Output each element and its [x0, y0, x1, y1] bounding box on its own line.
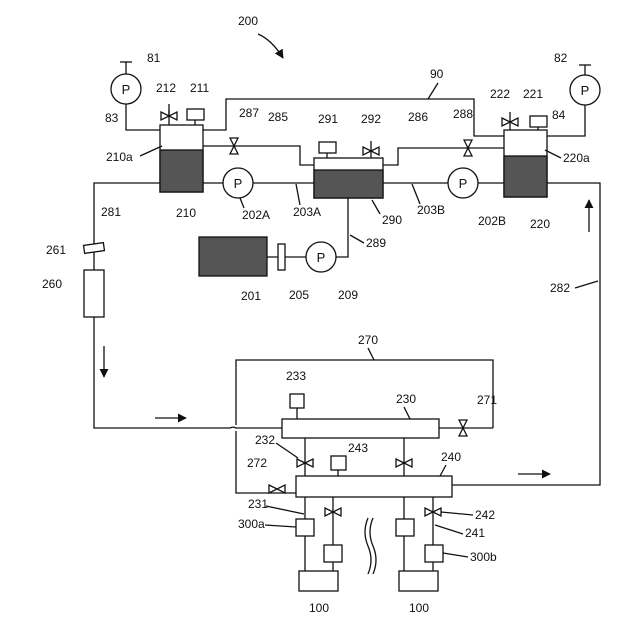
- tank-220: [504, 130, 547, 197]
- system-arrow: [258, 34, 283, 58]
- sensor-221: [530, 116, 547, 130]
- label-231: 231: [248, 497, 268, 511]
- label-212: 212: [156, 81, 176, 95]
- sensor-243: [331, 456, 346, 476]
- label-221: 221: [523, 87, 543, 101]
- label-205: 205: [289, 288, 309, 302]
- label-210: 210: [176, 206, 196, 220]
- label-203a: 203A: [293, 205, 321, 219]
- label-220a: 220a: [563, 151, 590, 165]
- pressure-gauge-82: P: [570, 65, 600, 105]
- unit-300b: [425, 545, 443, 562]
- pipe-left-join: [305, 562, 333, 571]
- label-210a: 210a: [106, 150, 133, 164]
- label-203b: 203B: [417, 203, 445, 217]
- pump-202b-symbol: P: [459, 176, 468, 191]
- label-287: 287: [239, 106, 259, 120]
- label-289: 289: [366, 236, 386, 250]
- label-281: 281: [101, 205, 121, 219]
- label-270: 270: [358, 333, 378, 347]
- pump-202a: P: [223, 168, 253, 198]
- valve-292: [363, 141, 379, 158]
- load-100-left: [299, 571, 338, 591]
- label-209: 209: [338, 288, 358, 302]
- label-83: 83: [105, 111, 119, 125]
- label-288: 288: [453, 107, 473, 121]
- label-300a: 300a: [238, 517, 265, 531]
- label-242: 242: [475, 508, 495, 522]
- label-290: 290: [382, 213, 402, 227]
- label-230: 230: [396, 392, 416, 406]
- pipe-83: [126, 104, 162, 130]
- label-82: 82: [554, 51, 568, 65]
- label-241: 241: [465, 526, 485, 540]
- pressure-gauge-81: P: [111, 62, 141, 104]
- source-201: [199, 237, 267, 276]
- pipe-286: [383, 148, 504, 165]
- pump-202b: P: [448, 168, 478, 198]
- valve-222: [502, 112, 518, 130]
- label-202b: 202B: [478, 214, 506, 228]
- manifold-240: [296, 476, 452, 497]
- tank-210-liquid: [160, 150, 203, 192]
- valve-272: [269, 485, 285, 493]
- label-202a: 202A: [242, 208, 270, 222]
- manifold-230: [282, 419, 439, 438]
- label-300b: 300b: [470, 550, 497, 564]
- label-261: 261: [46, 243, 66, 257]
- pump-209: P: [306, 242, 336, 272]
- label-292: 292: [361, 112, 381, 126]
- filter-260: [84, 270, 104, 317]
- label-272: 272: [247, 456, 267, 470]
- bypass-270: [236, 360, 493, 428]
- pipe-285: [203, 146, 314, 165]
- gauge-left-symbol: P: [122, 82, 131, 97]
- label-282: 282: [550, 281, 570, 295]
- label-232: 232: [255, 433, 275, 447]
- label-240: 240: [441, 450, 461, 464]
- tank-210: [160, 125, 203, 192]
- label-271: 271: [477, 393, 497, 407]
- unit-300a: [296, 519, 314, 536]
- valve-212: [161, 104, 177, 125]
- filter-205: [278, 244, 285, 270]
- pipe-282: [452, 183, 600, 485]
- label-100-left: 100: [309, 601, 329, 615]
- label-220: 220: [530, 217, 550, 231]
- label-200: 200: [238, 14, 258, 28]
- omission-mark: [365, 518, 376, 574]
- sensor-261: [84, 243, 105, 254]
- pump-209-symbol: P: [317, 250, 326, 265]
- load-100-right: [399, 571, 438, 591]
- tank-290-liquid: [314, 170, 383, 198]
- label-84: 84: [552, 108, 566, 122]
- label-222: 222: [490, 87, 510, 101]
- label-260: 260: [42, 277, 62, 291]
- tank-220-liquid: [504, 156, 547, 197]
- label-233: 233: [286, 369, 306, 383]
- label-201: 201: [241, 289, 261, 303]
- sensor-233: [290, 394, 304, 419]
- pump-202a-symbol: P: [234, 176, 243, 191]
- label-291: 291: [318, 112, 338, 126]
- unit-right-inner: [396, 519, 414, 536]
- label-285: 285: [268, 110, 288, 124]
- label-243: 243: [348, 441, 368, 455]
- label-286: 286: [408, 110, 428, 124]
- unit-left-inner: [324, 545, 342, 562]
- gauge-right-symbol: P: [581, 83, 590, 98]
- pipe-289: [336, 198, 348, 257]
- label-90: 90: [430, 67, 444, 81]
- label-100-right: 100: [409, 601, 429, 615]
- sensor-211: [187, 109, 204, 125]
- tank-290: [314, 158, 383, 198]
- label-81: 81: [147, 51, 161, 65]
- sensor-291: [319, 142, 336, 158]
- label-211: 211: [190, 81, 209, 95]
